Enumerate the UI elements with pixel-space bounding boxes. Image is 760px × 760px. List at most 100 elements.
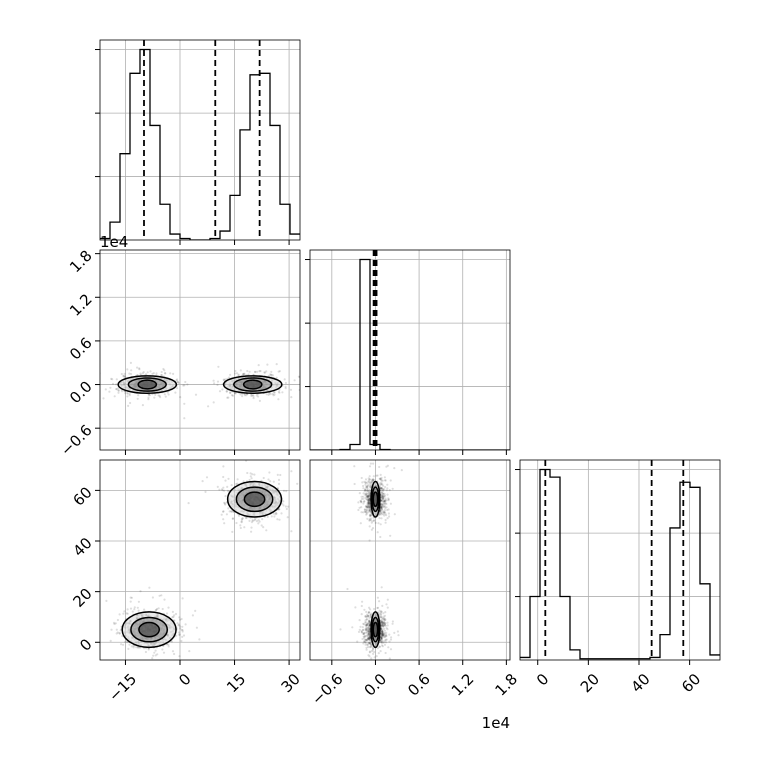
scatter-point (380, 616, 383, 619)
scatter-point (248, 370, 251, 373)
scatter-point (360, 613, 363, 616)
scatter-point (363, 637, 366, 640)
scatter-point (367, 632, 370, 636)
scatter-point (122, 643, 125, 646)
scatter-point (368, 478, 371, 481)
scatter-point (147, 398, 150, 401)
scatter-point (361, 637, 364, 641)
scatter-point (391, 487, 394, 490)
scatter-point (380, 636, 383, 639)
scatter-point (383, 509, 386, 512)
scatter-point (384, 635, 387, 638)
scatter-point (272, 394, 275, 397)
scatter-point (137, 609, 140, 612)
scatter-point (379, 473, 382, 476)
scatter-point (132, 644, 135, 648)
scatter-point (152, 654, 155, 657)
scatter-point (234, 372, 237, 375)
scatter-point (278, 370, 281, 373)
scatter-point (216, 485, 219, 488)
scatter-point (126, 391, 129, 394)
scatter-point (369, 614, 372, 617)
scatter-point (365, 493, 368, 496)
scatter-point (120, 372, 123, 376)
scatter-point (169, 372, 172, 375)
scatter-point (194, 609, 197, 613)
scatter-point (364, 496, 367, 499)
scatter-point (230, 484, 233, 487)
scatter-point (133, 606, 136, 609)
scatter-point (173, 619, 176, 622)
scatter-point (370, 484, 373, 487)
scatter-point (250, 394, 254, 397)
scatter-point (362, 642, 365, 645)
scatter-point (161, 648, 164, 651)
scatter-point (379, 506, 383, 509)
scatter-point (272, 391, 276, 394)
scatter-point (236, 478, 239, 481)
scatter-point (362, 502, 365, 505)
scatter-point (371, 479, 374, 482)
scatter-point (216, 380, 220, 383)
scatter-point (380, 621, 383, 625)
scatter-point (381, 630, 384, 633)
scatter-point (265, 393, 268, 396)
density-contour (137, 379, 158, 390)
scatter-point (366, 489, 369, 492)
scatter-point (362, 632, 365, 636)
scatter-point (372, 478, 375, 481)
scatter-point (290, 530, 293, 533)
scatter-point (115, 632, 118, 635)
scatter-point (378, 477, 381, 480)
scatter-point (358, 506, 361, 509)
scatter-point (178, 616, 181, 619)
hist-frame (99, 39, 301, 241)
scatter-point (367, 502, 370, 505)
scatter-point (365, 648, 368, 651)
scatter-point (286, 516, 289, 519)
scatter-point (372, 519, 375, 522)
scatter-point (381, 621, 384, 624)
scatter-point (383, 499, 386, 502)
scatter-point (117, 391, 120, 394)
scatter-point (367, 492, 370, 495)
scatter-point (181, 629, 184, 632)
scatter-point (381, 625, 385, 628)
scatter-point (371, 645, 374, 648)
scatter-point (126, 612, 129, 615)
scatter-point (366, 501, 369, 504)
scatter-point (384, 619, 387, 622)
scatter-point (364, 483, 367, 486)
scatter-point (369, 642, 372, 645)
scatter-point (380, 629, 383, 632)
scatter-point (126, 395, 129, 398)
scatter-point (377, 652, 380, 655)
y-tick-label: 0 (76, 635, 95, 654)
scatter-point (379, 512, 382, 516)
scatter-point (383, 494, 387, 497)
scatter-point (257, 522, 260, 525)
scatter-point (368, 539, 371, 542)
scatter-point (367, 638, 370, 641)
scatter-point (381, 494, 384, 497)
scatter-point (366, 639, 369, 642)
scatter-point (130, 645, 133, 648)
scatter-point (381, 623, 384, 626)
scatter-point (381, 630, 384, 633)
scatter-point (367, 501, 370, 504)
scatter-point (383, 621, 386, 624)
scatter-point (362, 628, 365, 632)
scatter-point (258, 399, 261, 402)
scatter-point (367, 499, 370, 502)
scatter-point (367, 637, 370, 640)
scatter-point (230, 510, 233, 513)
scatter-point (384, 651, 387, 655)
scatter-point (368, 525, 371, 528)
scatter-point (118, 632, 121, 635)
scatter-point (366, 629, 369, 632)
scatter-point (382, 500, 385, 503)
scatter-point (246, 369, 249, 373)
scatter-point (354, 606, 357, 609)
scatter-point (380, 632, 383, 635)
scatter-point (278, 518, 281, 521)
